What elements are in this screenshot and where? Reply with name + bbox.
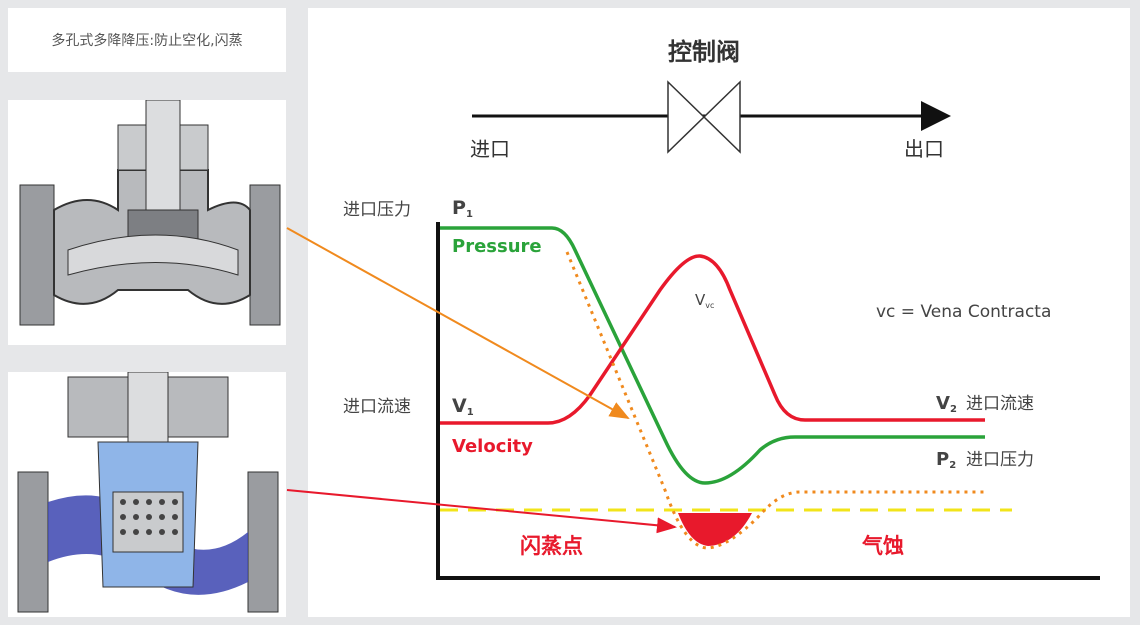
cavitation-label: 气蚀 bbox=[861, 534, 904, 558]
p1-symbol: P bbox=[452, 197, 466, 219]
p2-label: P2 bbox=[936, 449, 956, 471]
flashing-area bbox=[678, 513, 752, 546]
velocity-curve bbox=[440, 254, 985, 425]
actual-pressure-dotted-curve bbox=[565, 251, 985, 550]
valve-icon bbox=[667, 80, 741, 154]
outlet-label: 出口 bbox=[904, 137, 944, 161]
red-pointer-arrow bbox=[286, 489, 677, 534]
outlet-velocity-label: 进口流速 bbox=[966, 394, 1034, 414]
multi-hole-valve-image bbox=[8, 371, 286, 617]
inlet-label: 进口 bbox=[470, 137, 510, 161]
v2-symbol: V bbox=[936, 393, 950, 414]
p1-label: P1 bbox=[452, 197, 473, 220]
p2-subscript: 2 bbox=[949, 460, 956, 471]
velocity-label: Velocity bbox=[452, 436, 533, 457]
orange-pointer-arrow bbox=[286, 227, 630, 419]
v2-subscript: 2 bbox=[950, 404, 957, 415]
valve-title: 控制阀 bbox=[668, 38, 740, 66]
vena-contracta-note: vc = Vena Contracta bbox=[876, 302, 1051, 322]
v1-symbol: V bbox=[452, 395, 467, 417]
flash-point-label: 闪蒸点 bbox=[520, 534, 583, 558]
p2-symbol: P bbox=[936, 449, 949, 470]
inlet-pressure-label: 进口压力 bbox=[343, 200, 411, 220]
single-stage-valve-image bbox=[8, 99, 286, 345]
vvc-symbol: V bbox=[695, 291, 706, 309]
outlet-pressure-label: 进口压力 bbox=[966, 450, 1034, 470]
vvc-label: Vvc bbox=[695, 291, 714, 310]
p1-subscript: 1 bbox=[466, 209, 473, 220]
caption-box: 多孔式多降降压:防止空化,闪蒸 bbox=[8, 8, 286, 72]
inlet-velocity-label: 进口流速 bbox=[343, 397, 411, 417]
v1-subscript: 1 bbox=[467, 407, 474, 418]
v1-label: V1 bbox=[452, 395, 474, 418]
caption-text: 多孔式多降降压:防止空化,闪蒸 bbox=[51, 33, 243, 49]
pressure-label: Pressure bbox=[452, 236, 542, 257]
pressure-curve bbox=[440, 226, 985, 485]
v2-label: V2 bbox=[936, 393, 957, 415]
vvc-subscript: vc bbox=[705, 301, 714, 310]
